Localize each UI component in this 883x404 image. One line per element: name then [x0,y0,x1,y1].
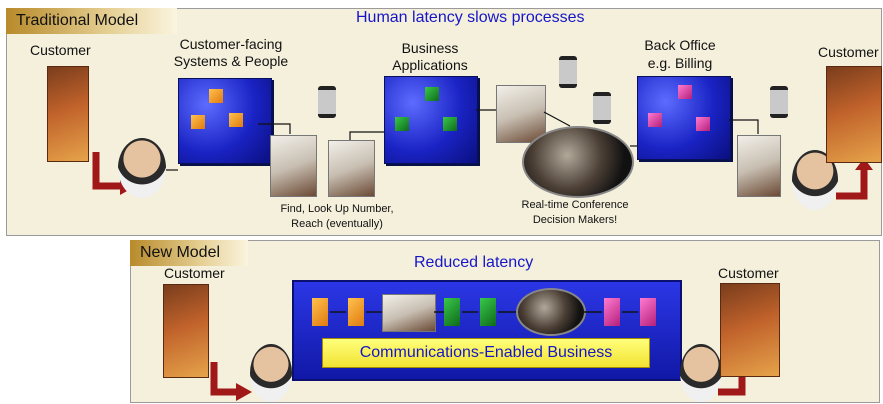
new-customer-left-label: Customer [164,265,225,281]
backoffice-label-1: Back Office [644,37,716,53]
cube-icon [696,117,710,131]
customer-left-label: Customer [30,42,91,58]
traditional-title: Human latency slows processes [356,9,585,26]
red-arrow-icon [836,158,873,200]
back-office-box [637,76,731,160]
communications-enabled-process-box: Communications-Enabled Business [292,280,682,381]
hourglass-icon [593,92,611,124]
conference-group-photo [522,126,634,198]
cube-icon [209,89,223,103]
new-model-tab: New Model [130,240,248,266]
find-label-2: Reach (eventually) [291,218,383,230]
business-label-2: Applications [392,57,468,73]
new-agent-photo-right [680,344,722,402]
customer-facing-label-1: Customer-facing [179,36,283,52]
cube-icon [312,298,328,326]
new-customer-photo-right [720,283,780,377]
conference-label-2: Decision Makers! [532,214,618,226]
cube-icon [604,298,620,326]
business-applications-box [384,76,478,164]
cube-icon [480,298,496,326]
traditional-model-tab: Traditional Model [6,8,177,34]
backoffice-label-2: e.g. Billing [647,55,713,71]
conference-group-photo-small [516,288,586,336]
hourglass-icon [770,86,788,118]
person-phone-photo [270,135,317,197]
communications-enabled-business-banner: Communications-Enabled Business [322,338,650,368]
customer-facing-label-2: Systems & People [173,53,289,69]
person-lookup-photo [328,140,375,197]
agent-photo-left [118,138,166,198]
cube-icon [348,298,364,326]
customer-right-label: Customer [818,44,879,60]
cube-icon [678,85,692,99]
cube-icon [191,115,205,129]
person-phone-photo-right [737,135,781,197]
cube-icon [648,113,662,127]
find-label-1: Find, Look Up Number, [280,203,394,215]
new-model-title: Reduced latency [414,254,534,271]
business-label-1: Business [401,40,459,56]
customer-photo-right [826,66,882,163]
cube-icon [229,113,243,127]
new-agent-photo-left [250,344,292,402]
hourglass-icon [559,56,577,88]
cube-icon [640,298,656,326]
customer-facing-systems-box [178,78,272,164]
red-arrow-icon [210,362,252,401]
cube-icon [444,298,460,326]
new-customer-right-label: Customer [718,265,779,281]
cube-icon [443,117,457,131]
process-arrows [330,311,638,313]
person-at-desk-photo [382,294,436,332]
customer-photo-left [47,66,89,162]
conference-label-1: Real-time Conference [521,199,629,211]
cube-icon [395,117,409,131]
hourglass-icon [318,86,336,118]
person-computer-photo [496,85,546,143]
cube-icon [425,87,439,101]
new-customer-photo-left [163,284,209,378]
